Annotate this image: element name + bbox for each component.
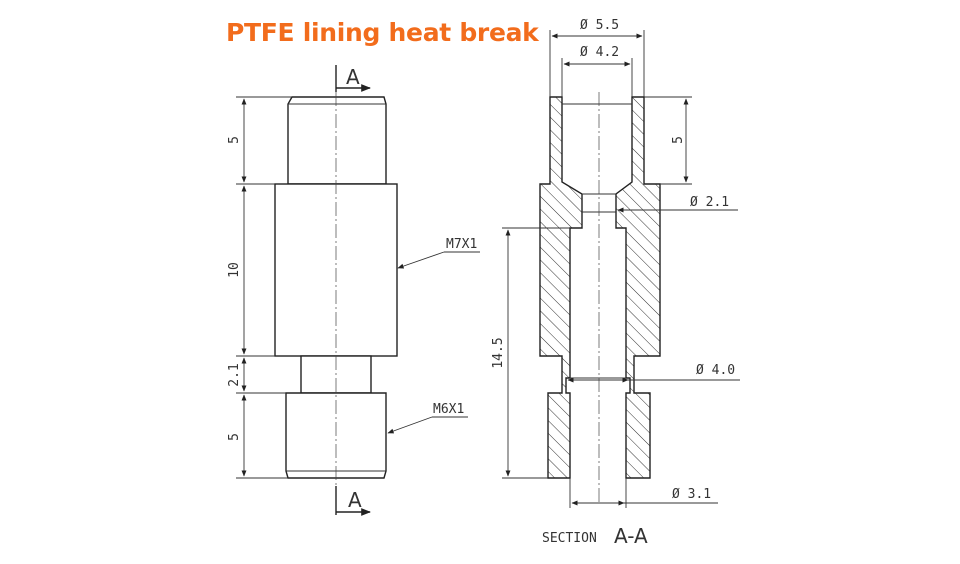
section-view: Ø 5.5 Ø 4.2 5 Ø 2.1 14.5 Ø 4.0 Ø 3.1 SEC <box>491 18 740 548</box>
dim-neck-length-label: 2.1 <box>227 363 242 386</box>
m7-leader <box>397 251 445 269</box>
dim-middle-length-label: 10 <box>227 262 242 278</box>
section-mark-top: A <box>346 65 360 89</box>
section-caption: SECTION <box>542 531 597 546</box>
section-wall-right <box>615 96 661 479</box>
dim-throat-dia-label: Ø 2.1 <box>690 195 729 210</box>
dim-bore-dia-label: Ø 3.1 <box>672 487 711 502</box>
top-shaft <box>287 96 387 185</box>
section-caption-mark: A-A <box>614 524 648 548</box>
m6-leader <box>387 416 433 434</box>
section-wall-left <box>539 96 583 479</box>
dim-top-length-label: 5 <box>227 136 242 144</box>
m6-thread-label: M6X1 <box>433 402 464 417</box>
diagram-title: PTFE lining heat break <box>226 18 539 47</box>
dim-bottom-length-label: 5 <box>227 433 242 441</box>
section-mark-bottom: A <box>348 488 362 512</box>
dim-inner-top-dia-label: Ø 4.2 <box>580 45 619 60</box>
dim-outer-top-dia-label: Ø 5.5 <box>580 18 619 33</box>
dim-neck-dia-label: Ø 4.0 <box>696 363 735 378</box>
m7-thread-label: M7X1 <box>446 237 477 252</box>
dim-bore-length-label: 14.5 <box>491 337 506 368</box>
dim-top-depth-label: 5 <box>671 136 686 144</box>
side-view: A A 5 10 2.1 5 M7X1 M6X1 <box>227 65 480 516</box>
